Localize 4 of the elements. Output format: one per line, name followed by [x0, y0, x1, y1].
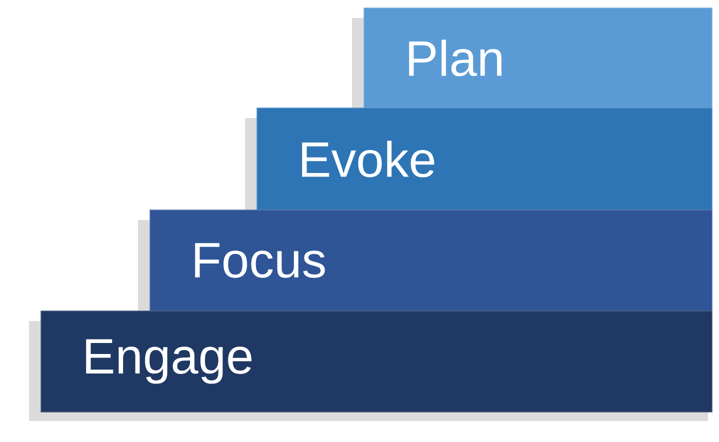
stair-bar: Engage [29, 310, 712, 421]
stair-bar: Focus [138, 210, 712, 320]
stair-bar: Plan [352, 8, 712, 117]
stair-bar: Evoke [245, 108, 712, 219]
